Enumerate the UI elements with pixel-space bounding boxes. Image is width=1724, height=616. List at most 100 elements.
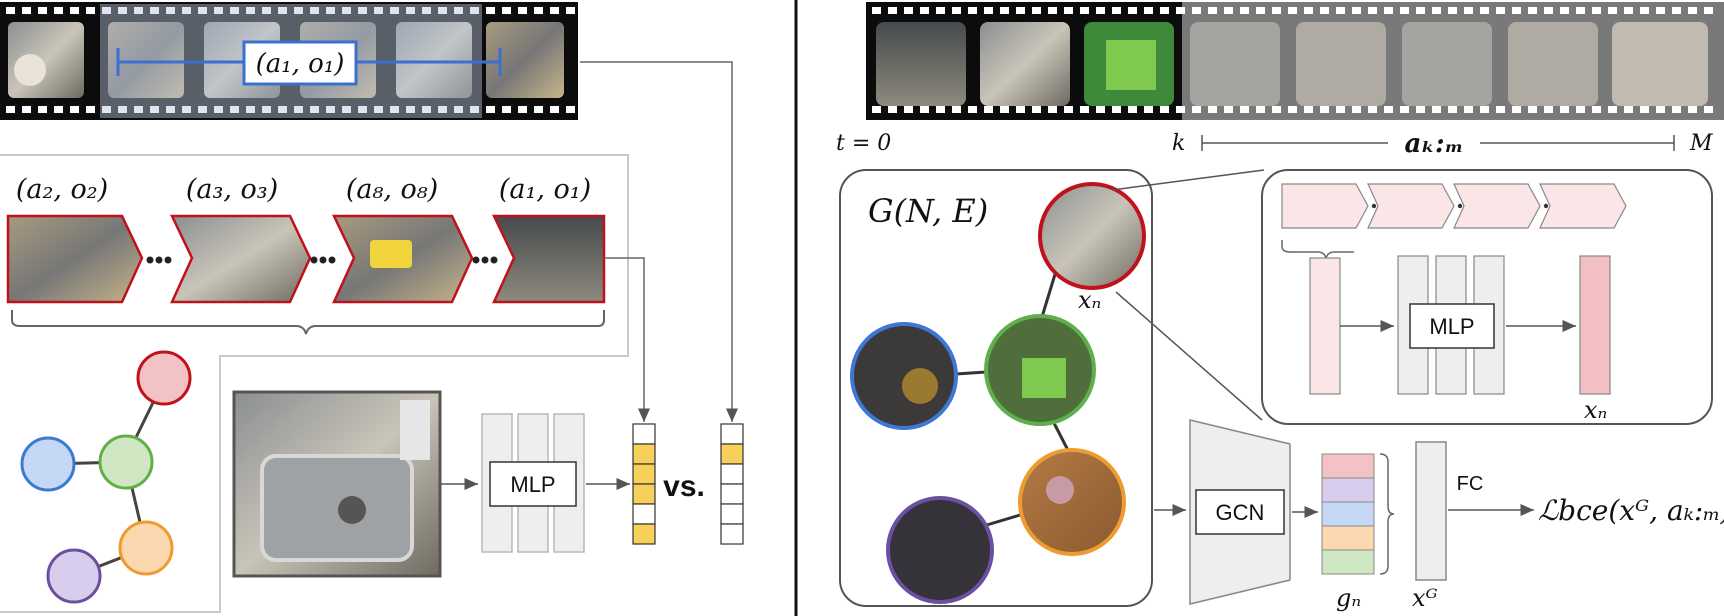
future-span bbox=[1201, 135, 1675, 151]
segment-label: (a₁, o₁) bbox=[256, 49, 345, 79]
sprocket-hole bbox=[54, 7, 63, 14]
sprocket-hole bbox=[102, 7, 111, 14]
graph-embedding-vector bbox=[1415, 441, 1447, 581]
sprocket-hole bbox=[454, 106, 463, 113]
sprocket-hole bbox=[1688, 7, 1697, 14]
vector-cell bbox=[720, 523, 744, 545]
graph-label: G(N, E) bbox=[868, 192, 988, 230]
sprocket-hole bbox=[358, 106, 367, 113]
history-brace bbox=[11, 310, 605, 335]
sprocket-hole bbox=[1096, 7, 1105, 14]
sprocket-hole bbox=[262, 7, 271, 14]
sprocket-hole bbox=[118, 106, 127, 113]
sprocket-hole bbox=[294, 106, 303, 113]
sprocket-hole bbox=[1672, 106, 1681, 113]
vector-cell bbox=[720, 503, 744, 525]
sprocket-hole bbox=[1320, 7, 1329, 14]
sprocket-hole bbox=[1576, 7, 1585, 14]
history-region-outline bbox=[0, 154, 629, 613]
sprocket-hole bbox=[968, 7, 977, 14]
vector-cell bbox=[720, 423, 744, 445]
frame-image bbox=[486, 22, 564, 98]
gn-label: gₙ bbox=[1336, 584, 1361, 612]
sprocket-hole bbox=[1048, 106, 1057, 113]
graph-node-red bbox=[136, 350, 192, 406]
sprocket-hole bbox=[984, 7, 993, 14]
arrow-to-target-vector bbox=[580, 61, 738, 422]
sprocket-hole bbox=[1480, 7, 1489, 14]
sprocket-hole bbox=[1432, 7, 1441, 14]
sprocket-hole bbox=[182, 7, 191, 14]
sprocket-hole bbox=[166, 7, 175, 14]
sprocket-hole bbox=[214, 106, 223, 113]
history-chevron-2 bbox=[170, 214, 312, 304]
gcn-block: GCN bbox=[1189, 419, 1291, 605]
inset-mlp-label: MLP bbox=[1429, 314, 1474, 339]
sprocket-hole bbox=[1080, 106, 1089, 113]
vector-cell bbox=[632, 463, 656, 485]
vector-cell bbox=[720, 443, 744, 465]
fc-label: FC bbox=[1457, 473, 1484, 495]
sprocket-hole bbox=[326, 106, 335, 113]
sprocket-hole bbox=[1528, 106, 1537, 113]
sprocket-hole bbox=[1064, 106, 1073, 113]
sprocket-hole bbox=[1160, 7, 1169, 14]
frame-image bbox=[1612, 22, 1708, 106]
sprocket-hole bbox=[1640, 106, 1649, 113]
history-labels: (a₂, o₂) (a₃, o₃) (a₈, o₈) (a₁, o₁) bbox=[16, 174, 591, 205]
sprocket-hole bbox=[1144, 7, 1153, 14]
zoom-line-top bbox=[1111, 169, 1265, 191]
graph-node-orange bbox=[118, 520, 174, 576]
sprocket-hole bbox=[390, 7, 399, 14]
sprocket-hole bbox=[920, 7, 929, 14]
sprocket-hole bbox=[1336, 7, 1345, 14]
sprocket-hole bbox=[1608, 7, 1617, 14]
sprocket-hole bbox=[1672, 7, 1681, 14]
xg-label: xᴳ bbox=[1412, 584, 1438, 612]
sprocket-hole bbox=[438, 7, 447, 14]
sprocket-hole bbox=[1704, 106, 1713, 113]
embeddings-brace bbox=[1379, 453, 1395, 575]
sprocket-hole bbox=[118, 7, 127, 14]
sprocket-hole bbox=[1400, 106, 1409, 113]
node-feature-inset: MLP xₙ bbox=[1261, 169, 1713, 425]
sprocket-hole bbox=[1128, 106, 1137, 113]
history-label-1: (a₂, o₂) bbox=[16, 174, 108, 205]
sprocket-hole bbox=[390, 106, 399, 113]
sprocket-hole bbox=[342, 7, 351, 14]
sprocket-hole bbox=[1448, 7, 1457, 14]
sprocket-hole bbox=[1464, 7, 1473, 14]
sprocket-hole bbox=[1016, 7, 1025, 14]
sprocket-hole bbox=[342, 106, 351, 113]
graph-node-green bbox=[98, 434, 154, 490]
sprocket-hole bbox=[1064, 7, 1073, 14]
sprocket-hole bbox=[1368, 7, 1377, 14]
frame-image bbox=[1402, 22, 1492, 106]
sprocket-hole bbox=[1144, 106, 1153, 113]
sprocket-hole bbox=[1512, 7, 1521, 14]
sprocket-hole bbox=[1656, 7, 1665, 14]
inset-chevron bbox=[1453, 183, 1541, 229]
sprocket-hole bbox=[1240, 106, 1249, 113]
graph-node-blue bbox=[20, 436, 76, 492]
k-label: k bbox=[1172, 131, 1185, 156]
sprocket-hole bbox=[502, 106, 511, 113]
sprocket-hole bbox=[1384, 7, 1393, 14]
sprocket-hole bbox=[1704, 7, 1713, 14]
sprocket-hole bbox=[326, 7, 335, 14]
sprocket-hole bbox=[1288, 7, 1297, 14]
inset-xn-label: xₙ bbox=[1584, 396, 1607, 424]
vector-cell bbox=[632, 503, 656, 525]
sprocket-hole bbox=[246, 106, 255, 113]
top-film-strip-right bbox=[866, 2, 1724, 120]
sprocket-hole bbox=[262, 106, 271, 113]
sprocket-hole bbox=[534, 7, 543, 14]
sprocket-hole bbox=[566, 106, 575, 113]
sprocket-hole bbox=[182, 106, 191, 113]
sprocket-hole bbox=[1400, 7, 1409, 14]
sprocket-hole bbox=[278, 7, 287, 14]
sprocket-hole bbox=[470, 106, 479, 113]
history-label-3: (a₈, o₈) bbox=[346, 174, 438, 205]
sprocket-hole bbox=[38, 106, 47, 113]
sprocket-hole bbox=[1480, 106, 1489, 113]
